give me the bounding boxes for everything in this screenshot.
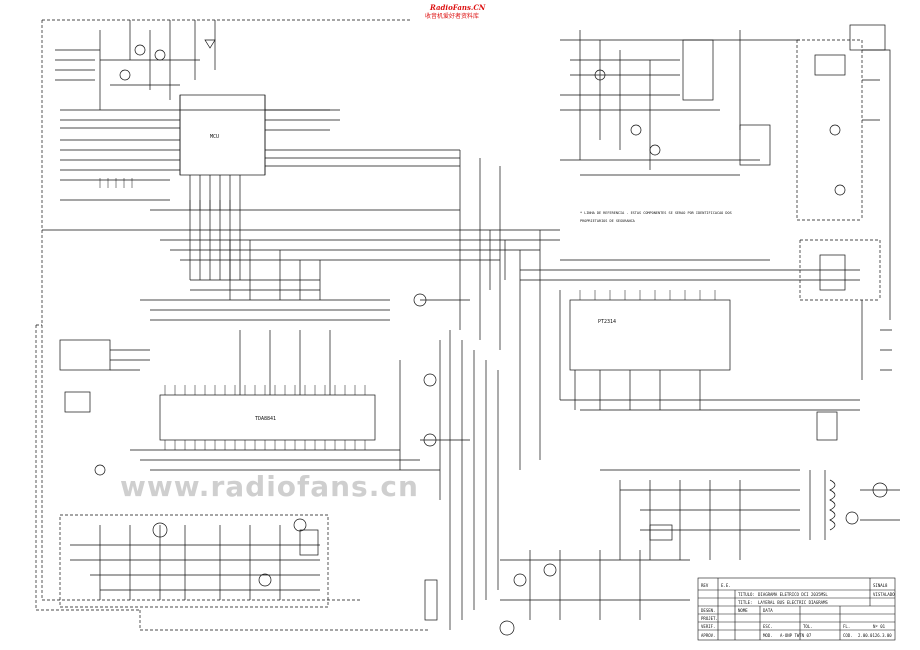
main-ic (159, 394, 376, 441)
projet-label: PROJET. (701, 616, 718, 621)
main-ic-label: TDA8841 (255, 416, 276, 422)
rev-label: REV (701, 583, 709, 588)
mod-value: A-ONP TWTN 07 (780, 633, 812, 638)
note-line-1: * LINHA DE REFERENCIA - ESTAS COMPONENTE… (580, 211, 732, 215)
mcu-chip (179, 94, 266, 176)
titulo-value: DIAGRAMA ELETRICO DCI 2035MSL (758, 592, 828, 597)
title-value: LAYERAL BUS ELECTRIC DIAGRAMS (758, 600, 828, 605)
sinal-value: 8 (885, 583, 888, 588)
tol-label: TOL. (803, 624, 813, 629)
vista-label: VISTA (873, 592, 886, 597)
verif-label: VERIF. (701, 624, 715, 629)
aprov-label: APROV. (701, 633, 715, 638)
audio-ic-label: PT2314 (598, 319, 616, 325)
audio-ic (569, 299, 731, 371)
rev-value: E.E. (721, 583, 731, 588)
cod-value: 2.00.0126.3.00 (858, 633, 892, 638)
sinal-label: SINAL (873, 583, 886, 588)
nome-label: NOME (738, 608, 748, 613)
watermark-site: RadioFans.CN (430, 3, 486, 12)
watermark-url: www.radiofans.cn (120, 470, 419, 503)
mod-label: MOD. (763, 633, 773, 638)
escala-label: ESC. (763, 624, 773, 629)
title-label: TITLE: (738, 600, 752, 605)
fl-label: FL. (843, 624, 850, 629)
desen-label: DESEN. (701, 608, 715, 613)
vista-value: LADO (885, 592, 895, 597)
folha-number: Nº 01 (873, 624, 886, 629)
titulo-label: TITULO: (738, 592, 755, 597)
watermark-subtitle: 收音机爱好者资料库 (425, 13, 480, 20)
title-block (697, 577, 896, 641)
note-line-2: PROPRIETARIOS DE SEGURANCA (580, 219, 636, 223)
mcu-label: MCU (210, 134, 219, 140)
cod-label: COD. (843, 633, 853, 638)
data-label: DATA (763, 608, 773, 613)
